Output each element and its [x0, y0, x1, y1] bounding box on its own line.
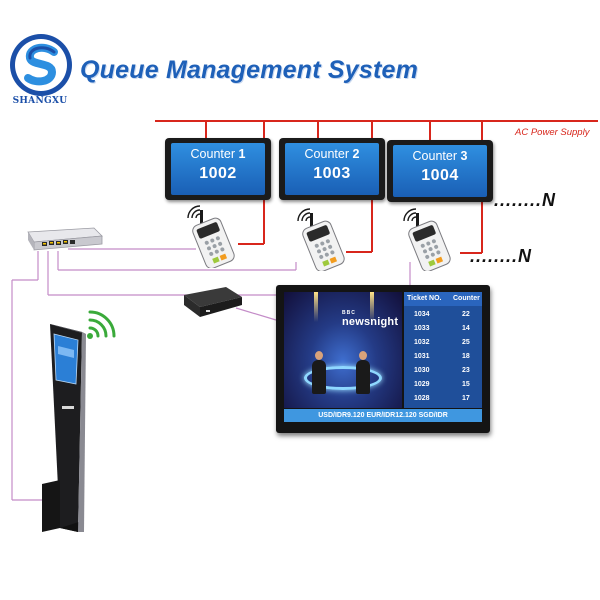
presenter-figure	[312, 351, 326, 394]
more-counters-label: ........N	[494, 190, 557, 210]
counter-ticket-number: 1003	[313, 165, 351, 182]
brand-name: SHANGXU	[12, 96, 68, 106]
router-icon	[27, 227, 103, 251]
counter-label: Counter 2	[304, 147, 360, 161]
counter-ticket-number: 1004	[421, 167, 459, 184]
counter-ticket-number: 1002	[199, 165, 237, 182]
logo-emblem-icon	[10, 34, 72, 96]
currency-ticker: USD/IDR9.120 EUR/IDR12.120 SGD/IDR	[284, 409, 482, 422]
header-ticket-no: Ticket NO.	[407, 295, 442, 302]
wireless-keypad-icon	[403, 208, 451, 271]
ac-power-label: AC Power Supply	[515, 127, 590, 138]
tv-show-name: BBC newsnight	[342, 310, 399, 328]
counter-label: Counter 1	[190, 147, 246, 161]
header-counter: Counter	[453, 295, 480, 302]
counter-screen: Counter 1 1002	[171, 143, 265, 195]
page-title: Queue Management System	[80, 56, 419, 84]
counter-screen: Counter 2 1003	[285, 143, 379, 195]
counter-display-2: Counter 2 1003	[279, 138, 385, 200]
wifi-signal-icon	[297, 208, 311, 222]
tv-program-area: BBC newsnight	[284, 292, 402, 408]
guest-figure	[356, 351, 370, 394]
counter-label: Counter 3	[412, 149, 468, 163]
counter-display-3: Counter 3 1004	[387, 140, 493, 202]
shangxu-logo	[8, 32, 74, 98]
ticket-kiosk-icon	[42, 310, 116, 532]
wifi-signal-icon	[403, 208, 417, 222]
wireless-keypad-icon	[187, 205, 235, 268]
wifi-signal-icon	[88, 310, 116, 338]
counter-display-1: Counter 1 1002	[165, 138, 271, 200]
counter-screen: Counter 3 1004	[393, 145, 487, 197]
ticket-table-header: Ticket NO. Counter	[404, 292, 482, 306]
controller-box-icon	[184, 287, 242, 317]
wifi-signal-icon	[187, 205, 201, 219]
more-keypads-label: ........N	[470, 246, 533, 266]
wireless-keypad-icon	[297, 208, 345, 271]
